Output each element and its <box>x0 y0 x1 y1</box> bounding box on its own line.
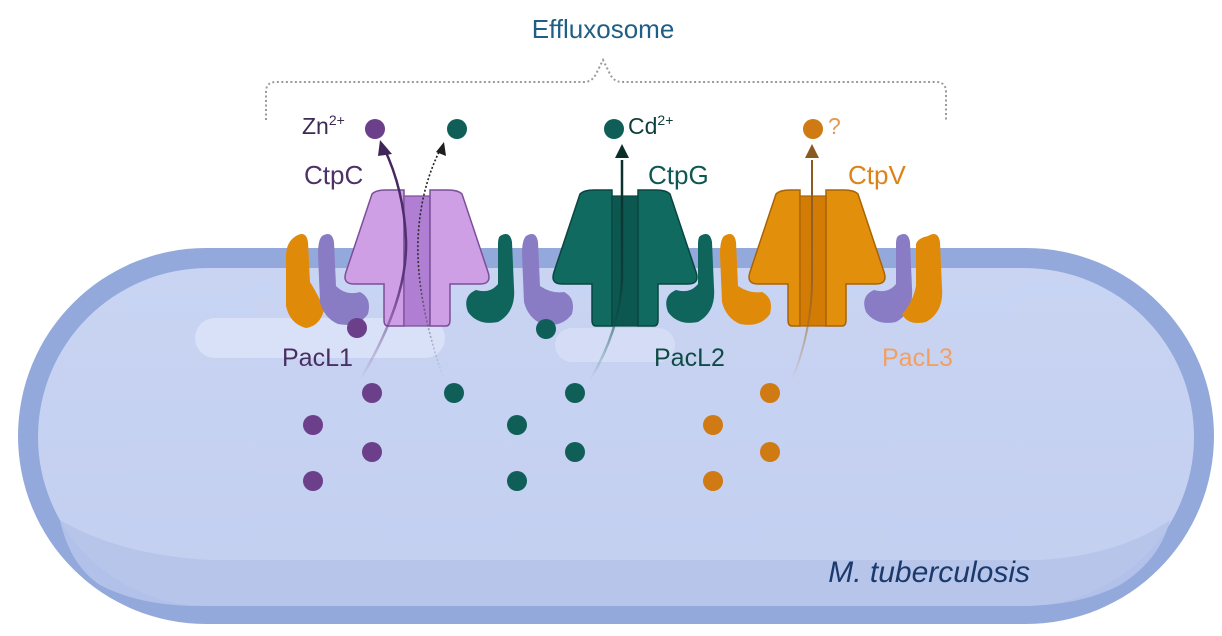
ctpv-right-subunit <box>825 189 886 327</box>
cell-highlight <box>195 318 445 358</box>
pacl2-protein <box>666 234 715 323</box>
ctpg-left-subunit <box>552 189 613 327</box>
pacl1-protein <box>522 234 573 325</box>
cadmium-efflux-arrow-dotted <box>417 149 445 381</box>
unknown-ion <box>760 383 780 403</box>
ctpg-transporter <box>552 189 698 327</box>
cadmium-ion <box>536 319 556 339</box>
unknown-ion <box>703 415 723 435</box>
cadmium-ion <box>447 119 467 139</box>
zinc-ion <box>362 442 382 462</box>
ctpv-left-subunit <box>748 189 801 327</box>
zinc-ion <box>365 119 385 139</box>
ctpc-transporter <box>344 189 490 327</box>
pacl1-protein <box>864 234 913 323</box>
ctpg-right-subunit <box>637 189 698 327</box>
cell-highlight <box>555 328 675 362</box>
pacl2-label: PacL2 <box>654 344 725 372</box>
cadmium-efflux-arrow <box>588 160 624 381</box>
zinc-ion <box>303 471 323 491</box>
zinc-ion <box>303 415 323 435</box>
ctpc-channel <box>403 195 431 327</box>
ctpg-channel <box>611 195 639 327</box>
cadmium-ion <box>507 415 527 435</box>
intracellular-ions <box>303 318 780 491</box>
cadmium-arrowhead-icon <box>615 144 629 158</box>
ctpv-transporter <box>748 189 886 327</box>
cadmium-ion <box>444 383 464 403</box>
cadmium-ion <box>565 442 585 462</box>
unknown-ion-label: ? <box>828 113 841 139</box>
efflux-arrows <box>358 140 819 381</box>
effluxosome-bracket <box>265 57 947 120</box>
unknown-ion <box>703 471 723 491</box>
bacterial-cell <box>18 248 1214 624</box>
title: Effluxosome <box>532 14 675 44</box>
zinc-arrowhead-icon <box>378 140 392 156</box>
pacl3-protein <box>720 234 771 325</box>
ctpg-label: CtpG <box>648 160 709 190</box>
pacl2-protein <box>466 234 515 323</box>
cadmium-ion <box>507 471 527 491</box>
ctpc-label: CtpC <box>304 160 363 190</box>
unknown-arrowhead-icon <box>805 144 819 158</box>
zinc-ion <box>362 383 382 403</box>
unknown-ion <box>803 119 823 139</box>
organism-label: M. tuberculosis <box>828 556 1030 589</box>
pacl3-protein <box>286 234 324 328</box>
pacl3-protein <box>902 234 943 323</box>
unknown-efflux-arrow <box>791 160 813 381</box>
pacl3-label: PacL3 <box>882 344 953 372</box>
zinc-efflux-arrow <box>358 147 408 381</box>
zinc-ion <box>347 318 367 338</box>
cadmium-ion-label: Cd2+ <box>628 112 673 139</box>
cadmium-ion <box>565 383 585 403</box>
zinc-ion-label: Zn2+ <box>302 112 345 139</box>
pacl1-label: PacL1 <box>282 344 353 372</box>
exported-ions <box>365 119 823 139</box>
cadmium-ion <box>604 119 624 139</box>
cadmium-dotted-arrowhead-icon <box>436 142 446 156</box>
pacl1-protein <box>318 234 369 325</box>
ctpc-right-subunit <box>429 189 490 327</box>
unknown-ion <box>760 442 780 462</box>
pacl-chaperones <box>286 234 943 328</box>
ctpv-label: CtpV <box>848 160 906 190</box>
ctpc-left-subunit <box>344 189 405 327</box>
cell-lower-shade <box>60 520 1170 606</box>
